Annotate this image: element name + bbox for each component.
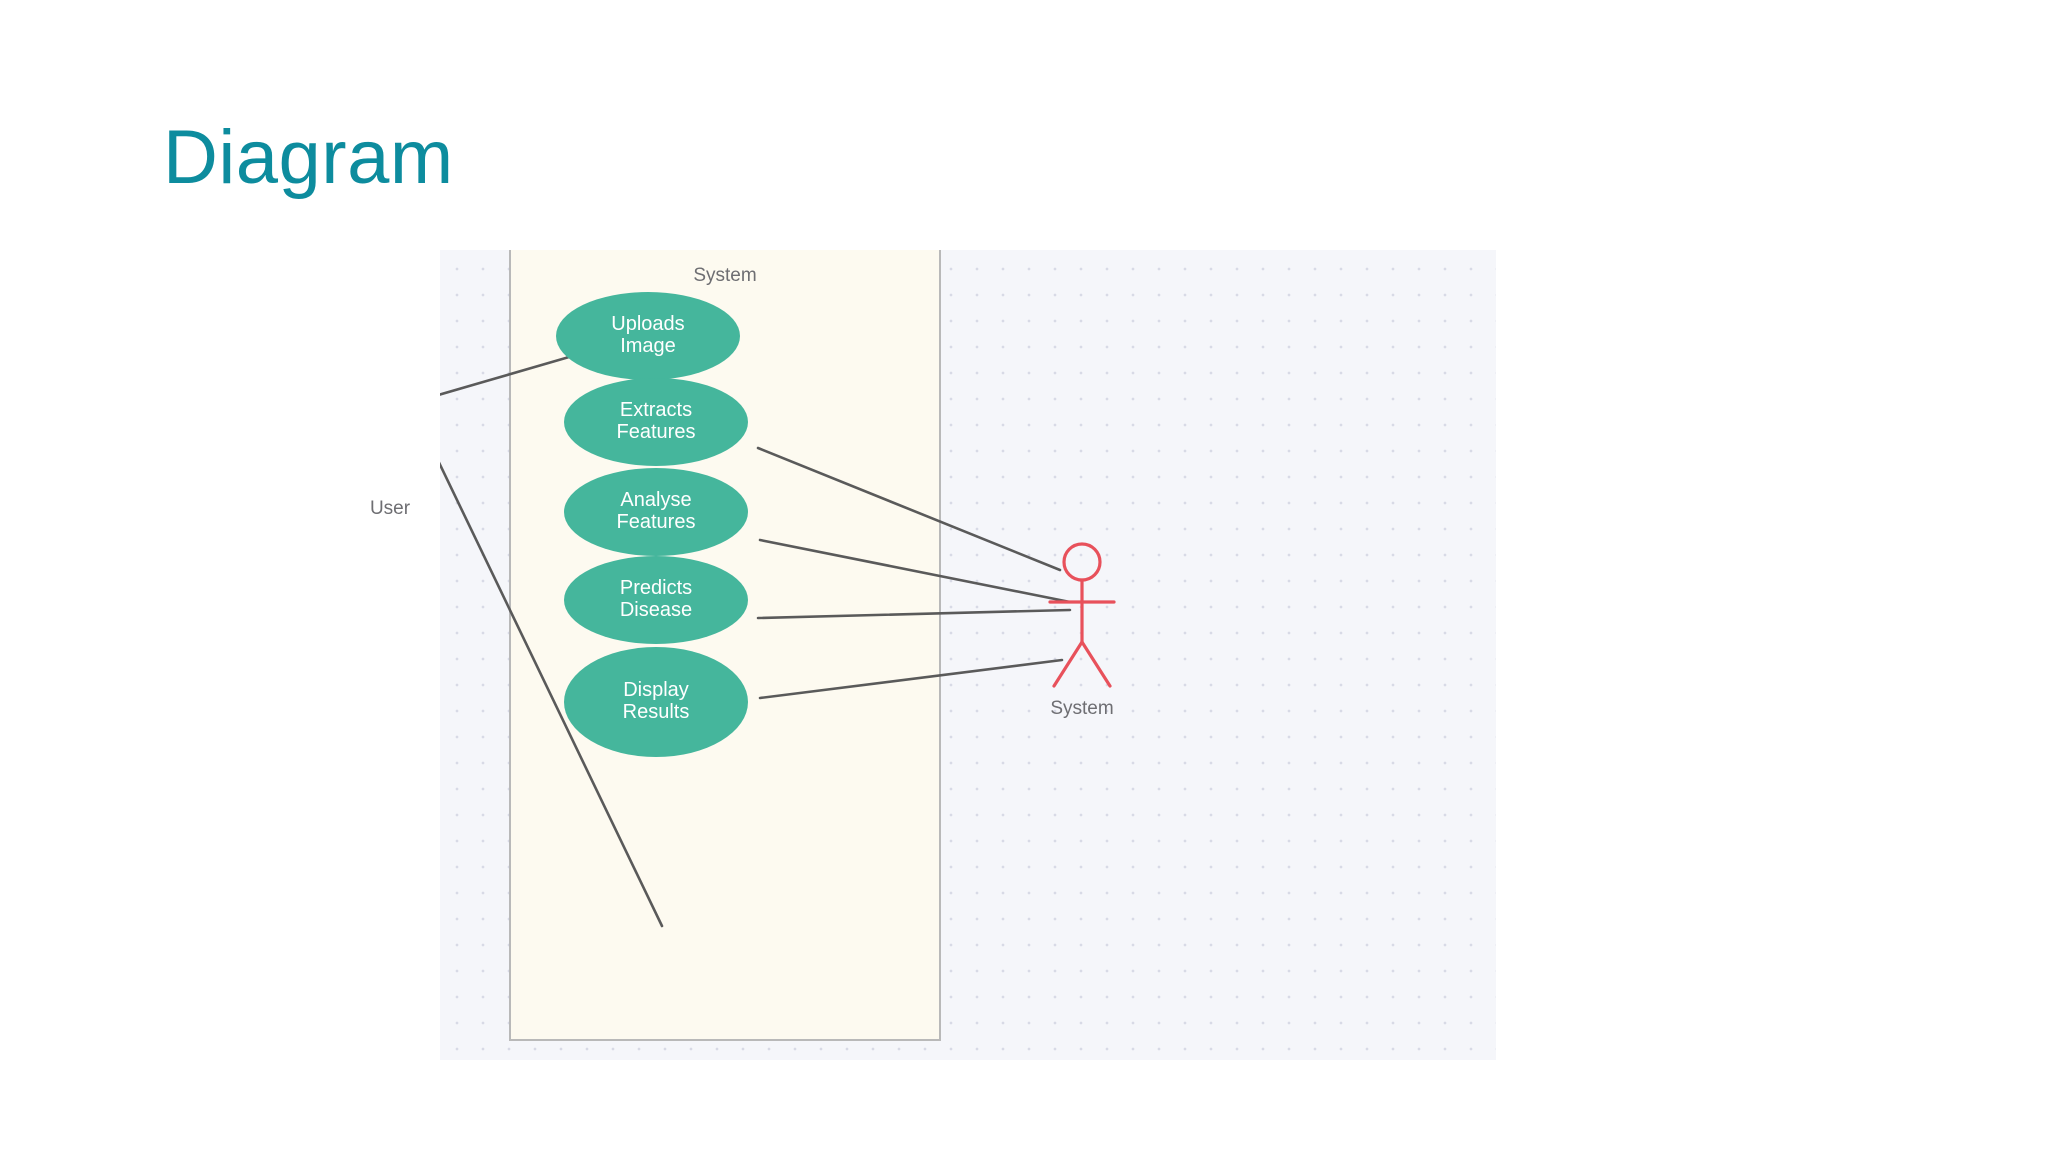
association-extracts-features-to-system bbox=[756, 446, 1062, 572]
diagram-vector-layer bbox=[440, 250, 1116, 1041]
association-lines bbox=[440, 328, 1072, 928]
use-case-predicts-disease[interactable] bbox=[564, 556, 748, 644]
use-case-analyse-features[interactable] bbox=[564, 468, 748, 556]
system-boundary-box bbox=[509, 250, 941, 1041]
association-display-results-to-system bbox=[758, 658, 1064, 700]
actor-system-head bbox=[1062, 542, 1102, 582]
use-case-uploads-image[interactable] bbox=[556, 292, 740, 380]
association-analyse-features-to-system bbox=[758, 538, 1072, 604]
association-user-to-display-results bbox=[440, 461, 664, 928]
use-case-display-results[interactable] bbox=[564, 647, 748, 757]
use-case-ellipses bbox=[556, 292, 748, 757]
actor-label-user: User bbox=[369, 498, 411, 519]
page-title: Diagram bbox=[163, 115, 454, 200]
actor-system-leg-left bbox=[1052, 640, 1084, 688]
use-case-diagram-canvas: System Uploads Image Extracts Features A… bbox=[370, 250, 1496, 1060]
use-case-extracts-features[interactable] bbox=[564, 378, 748, 466]
system-boundary-label: System bbox=[693, 265, 757, 286]
actor-label-system: System bbox=[1050, 698, 1114, 719]
actor-system-figure[interactable] bbox=[1048, 542, 1116, 688]
actor-system-leg-right bbox=[1080, 640, 1112, 688]
association-predicts-disease-to-system bbox=[756, 608, 1072, 620]
